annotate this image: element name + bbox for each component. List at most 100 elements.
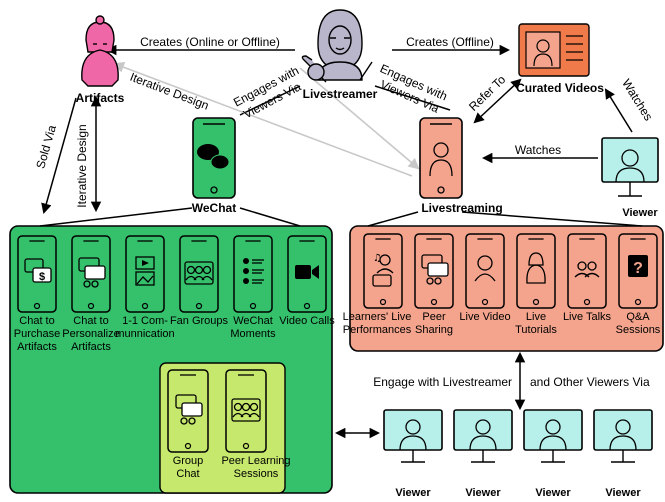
svg-text:♫: ♫ — [373, 253, 382, 264]
phone-frame — [567, 233, 607, 309]
live-feature-row: ♫Learners' LivePerformancesPeerSharingLi… — [343, 233, 661, 336]
viewer-bottom-label-2: Viewer — [465, 487, 501, 499]
chat-dollar-icon: $ — [24, 258, 52, 283]
svg-text:?: ? — [633, 260, 643, 277]
live-feature-label-6-1: Q&A — [626, 311, 650, 323]
wechat-feature-label-4-1: Fan Groups — [170, 315, 229, 327]
edge-label-creates-online-offline: Creates (Online or Offline) — [140, 35, 280, 49]
fan-group-feature-label-1-2: Chat — [176, 468, 199, 480]
wechat-feature-label-2-2: Personalize — [62, 328, 119, 340]
curated-videos-label: Curated Videos — [516, 81, 604, 95]
artifact-figure-icon — [81, 15, 119, 87]
phone-frame — [125, 235, 165, 313]
wechat-feature-label-2-1: Chat to — [73, 315, 108, 327]
curated-videos-node: Curated Videos — [516, 23, 604, 95]
fan-group-feature-label-2-2: Sessions — [234, 468, 279, 480]
wechat-feature-label-6-1: Video Calls — [279, 315, 335, 327]
edge-label-refer-to: Refer To — [466, 72, 508, 114]
livestreaming-node: Livestreaming — [419, 117, 503, 215]
viewer-monitor-icon — [601, 137, 659, 183]
edges — [39, 44, 643, 439]
livestreamer-label: Livestreamer — [303, 87, 378, 101]
viewer-monitor-icon — [523, 409, 583, 451]
viewer-bottom-label-3: Viewer — [535, 487, 571, 499]
viewer-label: Viewer — [622, 207, 658, 219]
wechat-feature-label-3-1: 1-1 Com- — [122, 315, 168, 327]
phone-frame — [465, 233, 505, 309]
performer-icon: ♫ — [372, 253, 394, 287]
viewer-bottom-label-1: Viewer — [395, 487, 431, 499]
viewer-bottom-3: Viewer — [523, 409, 583, 499]
artifact-icon — [526, 252, 546, 284]
live-feature-label-5-1: Live Talks — [563, 311, 612, 323]
live-feature-label-1-1: Learners' Live — [343, 311, 412, 323]
peer-session-icon — [231, 398, 261, 422]
live-feature-label-3-1: Live Video — [459, 311, 510, 323]
viewer-bottom-4: Viewer — [593, 409, 653, 499]
question-icon: ? — [628, 255, 648, 277]
viewer-bottom-label-4: Viewer — [605, 487, 641, 499]
fan-group-feature-label-2-1: Peer Learning — [221, 455, 290, 467]
fan-group-feature-label-1-1: Group — [173, 455, 204, 467]
viewer-bottom-1: Viewer — [383, 409, 443, 499]
video-camera-icon — [295, 265, 319, 279]
edge-label-iterative-design-top: Iterative Design — [128, 70, 211, 113]
svg-text:$: $ — [39, 271, 45, 283]
wechat-feature-item-4[interactable]: Fan Groups — [170, 235, 229, 327]
livestreamer-icon — [301, 9, 373, 83]
viewer-bottom-2: Viewer — [453, 409, 513, 499]
wechat-feature-label-1-2: Purchase — [14, 328, 60, 340]
phone-frame — [516, 233, 556, 309]
viewer-group-bottom: Viewer Viewer Viewer Viewer — [383, 409, 653, 499]
wechat-label: WeChat — [192, 201, 236, 215]
wechat-node: WeChat — [192, 117, 236, 215]
livestreaming-label: Livestreaming — [421, 201, 502, 215]
live-feature-item-3[interactable]: Live Video — [459, 233, 511, 323]
iterative-design-arrows — [112, 61, 420, 177]
edge-label-watches-live: Watches — [515, 143, 561, 157]
edge-label-creates-offline: Creates (Offline) — [406, 35, 494, 49]
edge-label-engage-livestreamer: Engage with Livestreamer — [373, 375, 512, 389]
wechat-feature-label-1-1: Chat to — [19, 315, 54, 327]
wechat-feature-label-5-2: Moments — [230, 328, 276, 340]
moments-icon — [243, 258, 264, 284]
phone-frame — [363, 233, 403, 309]
wechat-feature-label-5-1: WeChat — [233, 315, 273, 327]
live-feature-label-1-2: Performances — [343, 324, 412, 336]
viewer-monitor-icon — [593, 409, 653, 451]
live-feature-item-5[interactable]: Live Talks — [563, 233, 612, 323]
wechat-feature-item-6[interactable]: Video Calls — [279, 235, 335, 327]
livestreaming-phone-icon — [419, 117, 463, 199]
live-feature-label-6-2: Sessions — [616, 324, 661, 336]
live-feature-label-2-2: Sharing — [415, 324, 453, 336]
edge-label-sold-via: Sold Via — [33, 123, 59, 170]
live-feature-label-4-1: Live — [526, 311, 546, 323]
wechat-feature-label-1-3: Artifacts — [17, 341, 57, 353]
phone-frame — [233, 235, 273, 313]
live-feature-label-2-1: Peer — [422, 311, 446, 323]
viewer-monitor-icon — [453, 409, 513, 451]
wechat-logo-icon — [197, 144, 219, 160]
viewer-monitor-icon — [383, 409, 443, 451]
wechat-feature-item-3[interactable]: 1-1 Com-munnication — [115, 235, 175, 340]
chat-artifact-icon — [78, 257, 106, 288]
edge-label-iterative-design-side: Iterative Design — [75, 124, 89, 207]
livestreamer-node: Livestreamer — [301, 9, 378, 101]
group-icon — [184, 261, 214, 285]
wechat-feature-label-3-2: munnication — [115, 328, 174, 340]
video-image-icon — [135, 256, 155, 286]
edge-label-other-viewers: and Other Viewers Via — [530, 375, 650, 389]
talk-icon — [574, 261, 600, 278]
